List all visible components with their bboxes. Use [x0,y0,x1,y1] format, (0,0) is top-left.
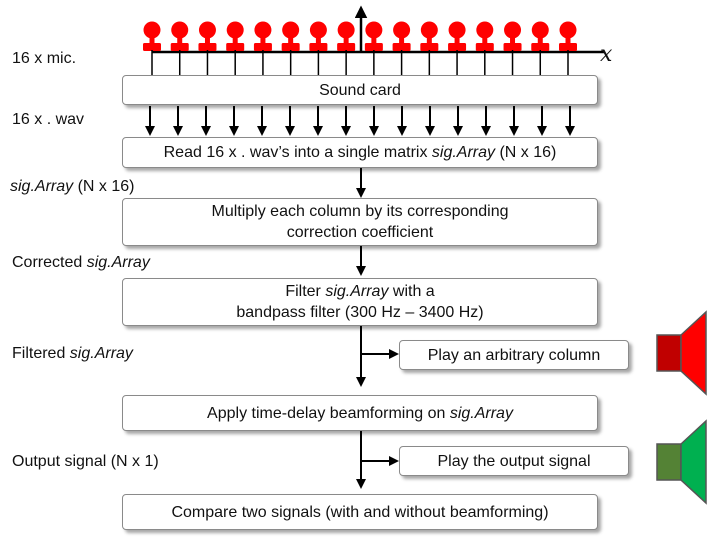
microphone-icon [337,21,356,51]
microphone-icon [420,21,439,51]
microphone-icon [226,21,245,51]
microphone-icon [364,21,383,51]
speaker-icon [656,310,707,396]
compare-signals-box: Compare two signals (with and without be… [122,494,598,530]
microphone-icon [198,21,217,51]
mic-to-soundcard-wires [151,50,569,75]
x-axis-label: x [600,42,613,67]
multiply-coefficient-box: Multiply each column by its correspondin… [122,198,598,246]
beamforming-box: Apply time-delay beamforming on sig.Arra… [122,395,598,431]
microphone-icon [392,21,411,51]
speaker-icon [656,419,707,505]
play-column-box: Play an arbitrary column [399,340,629,370]
soundcard-to-read-arrows [145,106,575,136]
microphone-icon [281,21,300,51]
microphone-icon [309,21,328,51]
microphone-icon [170,21,189,51]
microphone-icon [253,21,272,51]
microphone-array [143,21,577,51]
filtered-array-label: Filtered sig.Array [12,345,133,362]
output-signal-label: Output signal (N x 1) [12,453,159,470]
microphone-icon [143,21,161,51]
wav-count-label: 16 x . wav [12,111,85,128]
microphone-icon [475,21,494,51]
microphone-icon [559,21,577,51]
microphone-icon [503,21,522,51]
sound-card-box: Sound card [122,75,598,105]
mic-count-label: 16 x mic. [12,50,77,67]
microphone-icon [448,21,467,51]
corrected-array-label: Corrected sig.Array [12,254,150,271]
read-wavs-box: Read 16 x . wav’s into a single matrix s… [122,137,598,168]
sig-array-size-label: sig.Array (N x 16) [10,178,135,195]
play-output-box: Play the output signal [399,446,629,476]
microphone-icon [531,21,550,51]
